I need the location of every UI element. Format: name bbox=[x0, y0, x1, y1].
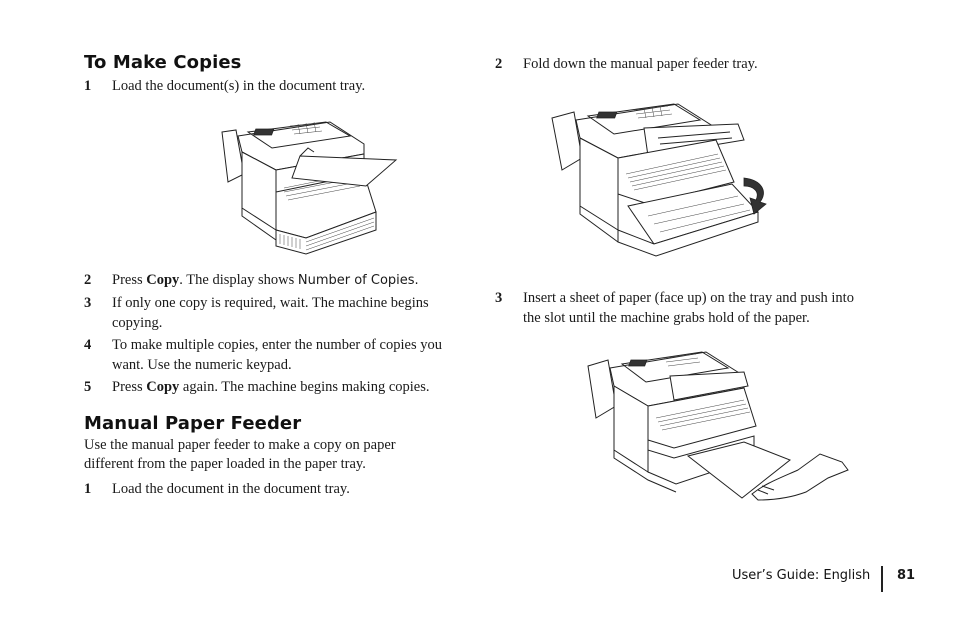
step-4-multiple-copies: 4 To make multiple copies, enter the num… bbox=[84, 337, 442, 373]
step-5-press-copy-again: 5 Press Copy again. The machine begins m… bbox=[84, 379, 430, 395]
copy-key-label: Copy bbox=[146, 379, 180, 395]
step-text: Fold down the manual paper feeder tray. bbox=[523, 56, 758, 72]
step-text: Load the document in the document tray. bbox=[112, 481, 350, 497]
copy-key-label: Copy bbox=[146, 272, 180, 288]
step-number: 1 bbox=[84, 78, 92, 94]
step-number: 3 bbox=[495, 290, 503, 306]
step-number: 4 bbox=[84, 337, 92, 353]
step-number: 2 bbox=[84, 272, 92, 288]
fax-machine-document-loaded-icon bbox=[221, 121, 398, 255]
feeder-step-2-fold-tray: 2 Fold down the manual paper feeder tray… bbox=[495, 54, 895, 74]
fax-machine-paper-insert-icon bbox=[587, 351, 849, 501]
feeder-intro-line-2: different from the paper loaded in the p… bbox=[84, 456, 366, 472]
step-number: 1 bbox=[84, 481, 92, 497]
footer-divider bbox=[881, 566, 883, 592]
fax-machine-feeder-tray-fold-icon bbox=[551, 103, 767, 257]
step-number: 5 bbox=[84, 379, 92, 395]
footer-guide-label: User’s Guide: English bbox=[732, 568, 871, 583]
step-2-press-copy: 2 Press Copy. The display shows Number o… bbox=[84, 272, 419, 288]
step-3-single-copy: 3 If only one copy is required, wait. Th… bbox=[84, 295, 429, 331]
step-1-load-documents: 1 Load the document(s) in the document t… bbox=[84, 76, 474, 96]
feeder-intro-line-1: Use the manual paper feeder to make a co… bbox=[84, 437, 396, 453]
step-number: 3 bbox=[84, 295, 92, 311]
section-heading-make-copies: To Make Copies bbox=[84, 52, 242, 73]
feeder-step-3-insert-paper: 3 Insert a sheet of paper (face up) on t… bbox=[495, 290, 854, 326]
display-message: Number of Copies. bbox=[297, 273, 419, 288]
step-number: 2 bbox=[495, 56, 503, 72]
step-text: Load the document(s) in the document tra… bbox=[112, 78, 366, 94]
section-heading-manual-paper-feeder: Manual Paper Feeder bbox=[84, 413, 302, 434]
page-number: 81 bbox=[897, 568, 916, 583]
feeder-step-1-load-document: 1 Load the document in the document tray… bbox=[84, 479, 484, 499]
